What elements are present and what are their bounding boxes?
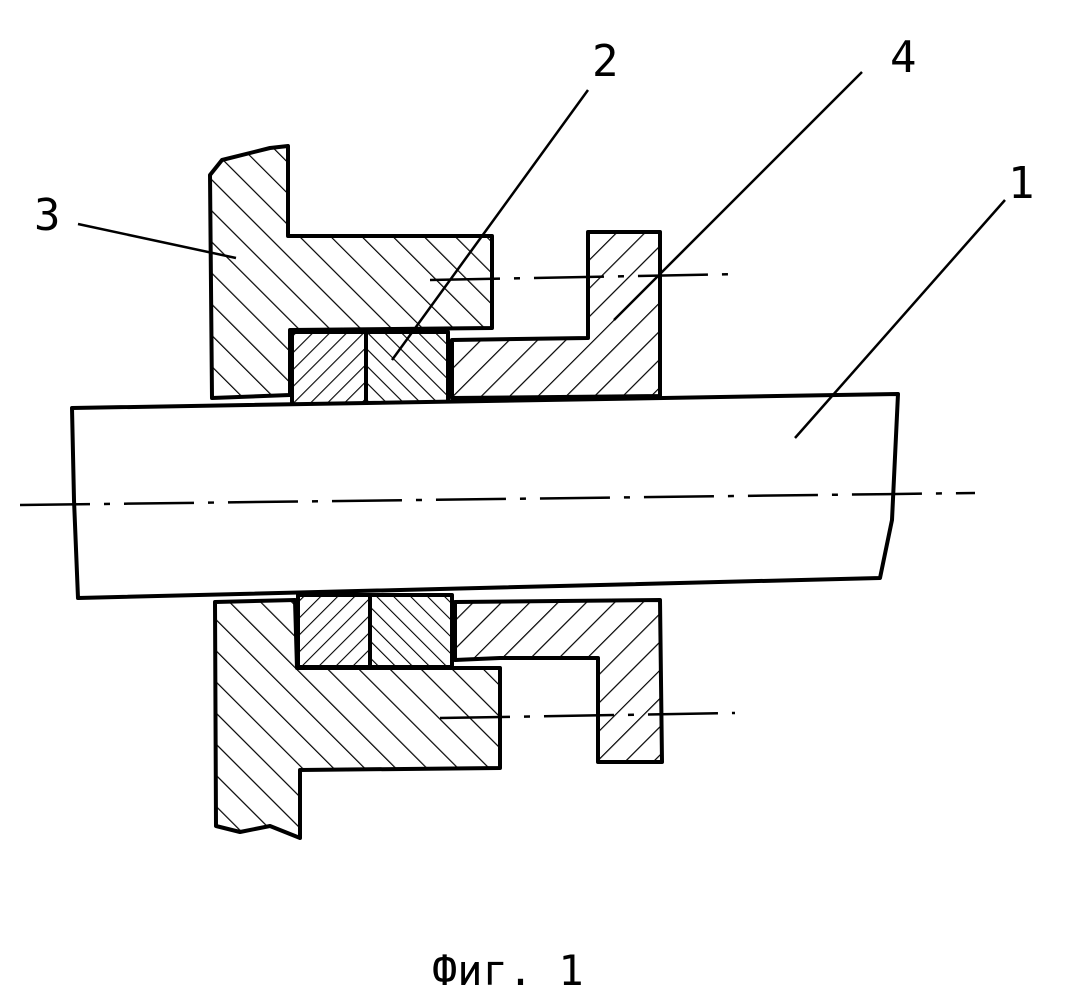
leader-line-flange: [613, 71, 863, 321]
bushing-ring-upper-right: [364, 330, 450, 408]
bolt-axis-upper: [429, 272, 741, 282]
leader-line-housing: [77, 222, 237, 260]
shaft: [70, 392, 900, 600]
flange-lower-section: [453, 598, 664, 764]
housing-upper-section: [208, 144, 494, 400]
label-flange: 4: [890, 32, 917, 83]
bolt-axis-lower: [439, 711, 736, 720]
label-bushing: 2: [592, 36, 619, 87]
label-shaft: 1: [1008, 158, 1035, 209]
figure-caption: Фиг. 1: [432, 946, 584, 995]
leader-line-bushing: [390, 89, 590, 361]
bushing-ring-upper-left: [290, 330, 368, 408]
flange-upper-section: [450, 230, 662, 400]
label-housing: 3: [34, 190, 61, 241]
bushing-ring-lower-left: [296, 593, 372, 669]
leader-line-shaft: [794, 199, 1006, 439]
bushing-ring-lower-right: [368, 593, 454, 669]
shaft-axis-line: [19, 491, 976, 507]
